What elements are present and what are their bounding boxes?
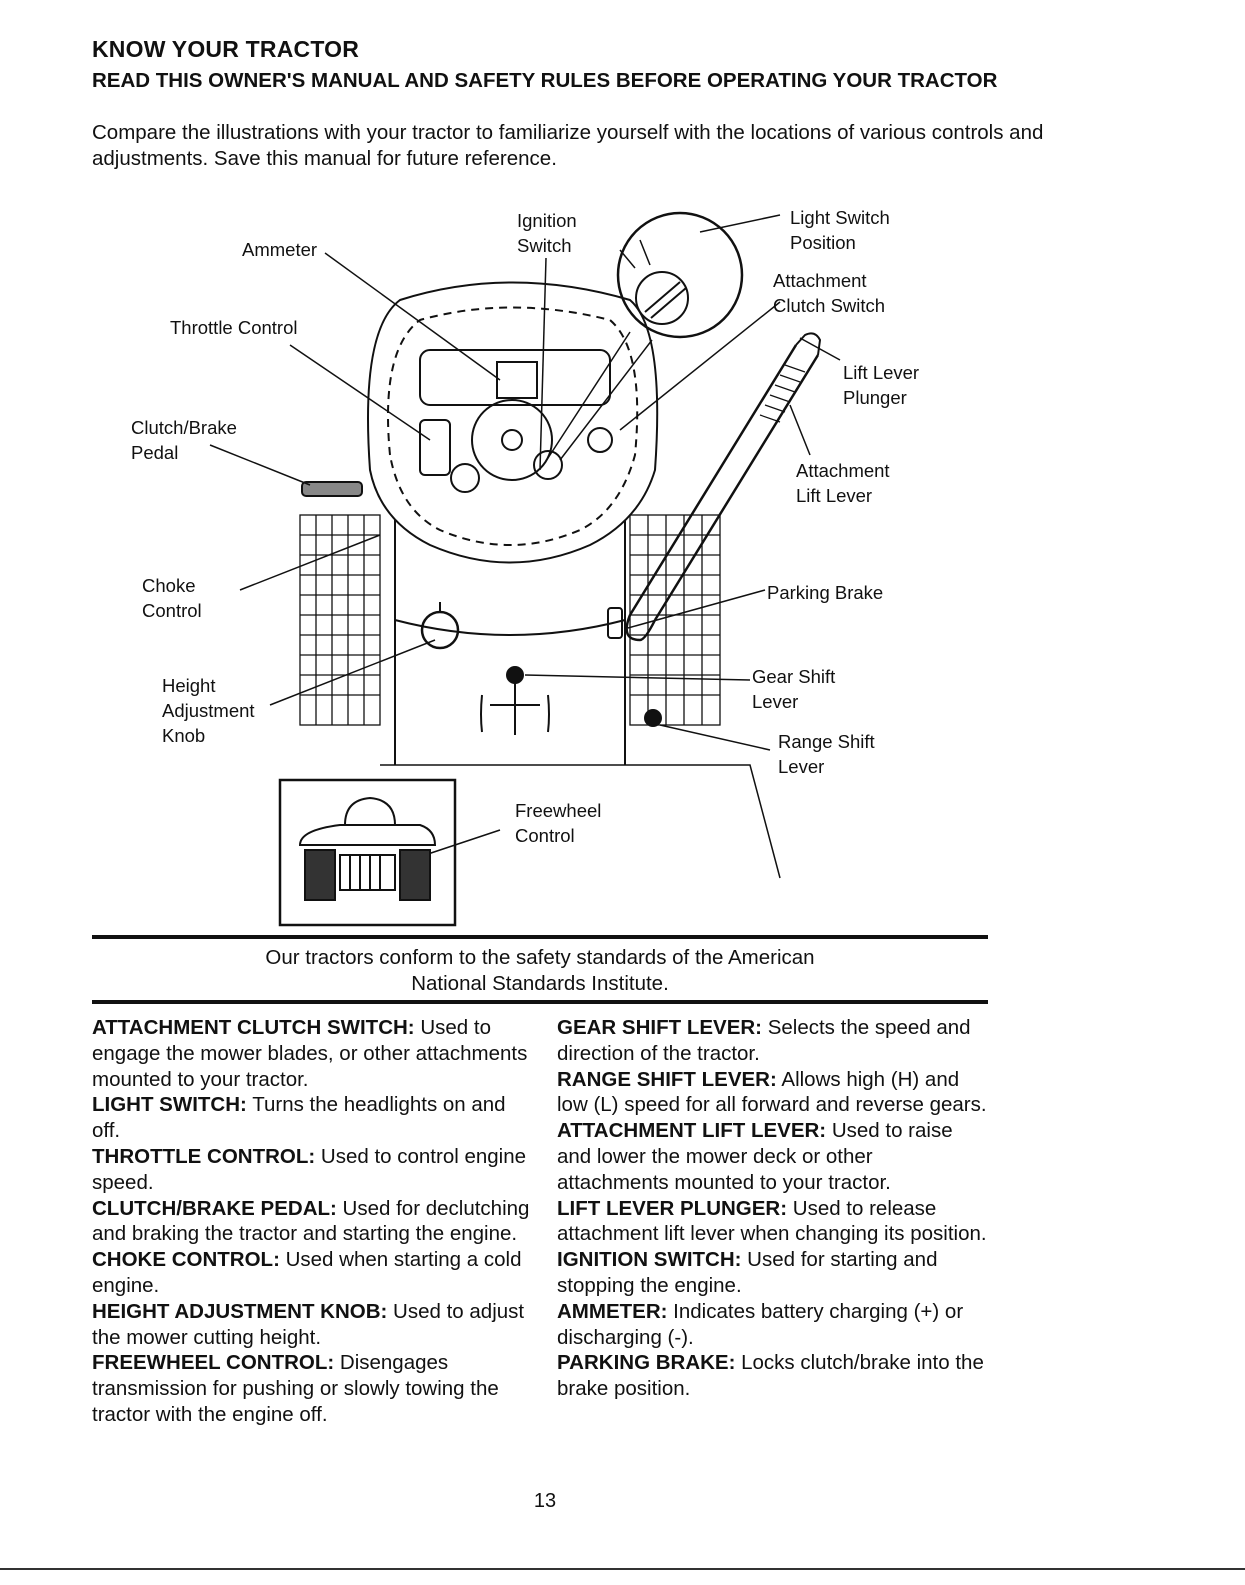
label-choke: Choke Control	[142, 575, 202, 621]
desc-item: ATTACHMENT LIFT LEVER: Used to raise and…	[557, 1119, 953, 1194]
notice-line-2: National Standards Institute.	[411, 972, 669, 995]
steering-hub	[471, 399, 553, 481]
attachment-clutch-knob	[587, 427, 613, 453]
desc-item: CLUTCH/BRAKE PEDAL: Used for declutching…	[92, 1196, 530, 1246]
tractor-hood	[367, 281, 659, 564]
inset-tractor	[298, 796, 437, 846]
desc-item: LIFT LEVER PLUNGER: Used to release atta…	[557, 1196, 987, 1246]
label-range-shift: Range Shift Lever	[778, 731, 875, 777]
ammeter-gauge	[496, 361, 538, 399]
page-subtitle: READ THIS OWNER'S MANUAL AND SAFETY RULE…	[92, 69, 998, 92]
desc-item: HEIGHT ADJUSTMENT KNOB: Used to adjust t…	[92, 1299, 525, 1349]
throttle-lever	[419, 419, 451, 476]
page-bottom-line	[0, 1568, 1245, 1570]
label-ignition-switch: Ignition Switch	[517, 210, 577, 256]
page-title: KNOW YOUR TRACTOR	[92, 36, 360, 62]
ignition-key	[533, 450, 563, 480]
choke-knob	[450, 463, 480, 493]
gear-shift-pattern	[480, 683, 550, 735]
label-lift-plunger: Lift Lever Plunger	[843, 362, 920, 408]
range-shift-ball	[644, 709, 662, 727]
right-descriptions: GEAR SHIFT LEVER: Selects the speed and …	[557, 1015, 987, 1402]
freewheel-inset-box	[278, 778, 457, 927]
top-rule	[92, 935, 988, 939]
ignition-detail-circle	[616, 211, 744, 339]
desc-item: PARKING BRAKE: Locks clutch/brake into t…	[557, 1351, 984, 1401]
tractor-body	[394, 520, 626, 765]
desc-item: THROTTLE CONTROL: Used to control engine…	[92, 1144, 527, 1194]
gear-shift-ball	[506, 666, 524, 684]
left-descriptions: ATTACHMENT CLUTCH SWITCH: Used to engage…	[92, 1015, 532, 1428]
tractor-controls-diagram	[209, 211, 841, 927]
leader-lines	[209, 214, 841, 879]
parking-brake-handle	[607, 607, 623, 639]
desc-item: FREEWHEEL CONTROL: Disengages transmissi…	[92, 1351, 499, 1426]
dash-panel	[419, 349, 611, 406]
desc-item: GEAR SHIFT LEVER: Selects the speed and …	[557, 1016, 971, 1065]
page-number: 13	[533, 1490, 557, 1512]
label-clutch-brake: Clutch/Brake Pedal	[131, 417, 237, 463]
label-height-knob: Height Adjustment Knob	[162, 675, 255, 746]
bottom-rule	[92, 1000, 988, 1004]
label-freewheel: Freewheel Control	[515, 800, 602, 846]
desc-item: RANGE SHIFT LEVER: Allows high (H) and l…	[557, 1067, 987, 1117]
right-fender-grid	[629, 514, 721, 726]
desc-item: AMMETER: Indicates battery charging (+) …	[557, 1299, 964, 1349]
desc-item: CHOKE CONTROL: Used when starting a cold…	[92, 1248, 522, 1297]
desc-item: ATTACHMENT CLUTCH SWITCH: Used to engage…	[92, 1016, 528, 1091]
left-fender-grid	[299, 514, 381, 726]
label-parking-brake: Parking Brake	[767, 582, 884, 603]
clutch-brake-pedal	[301, 481, 363, 497]
desc-item: LIGHT SWITCH: Turns the headlights on an…	[92, 1093, 506, 1143]
label-attachment-clutch: Attachment Clutch Switch	[773, 270, 886, 316]
label-light-switch: Light Switch Position	[790, 207, 890, 253]
label-ammeter: Ammeter	[242, 239, 318, 260]
ansi-notice: Our tractors conform to the safety stand…	[92, 945, 988, 997]
dashed-outline	[387, 306, 639, 546]
label-throttle: Throttle Control	[170, 317, 298, 338]
attachment-lift-lever	[625, 344, 820, 642]
desc-item: IGNITION SWITCH: Used for starting and s…	[557, 1248, 938, 1297]
notice-line-1: Our tractors conform to the safety stand…	[265, 946, 815, 969]
intro-paragraph: Compare the illustrations with your trac…	[92, 121, 1044, 170]
label-attachment-lift: Attachment Lift Lever	[796, 460, 890, 506]
label-gear-shift: Gear Shift Lever	[752, 666, 836, 712]
